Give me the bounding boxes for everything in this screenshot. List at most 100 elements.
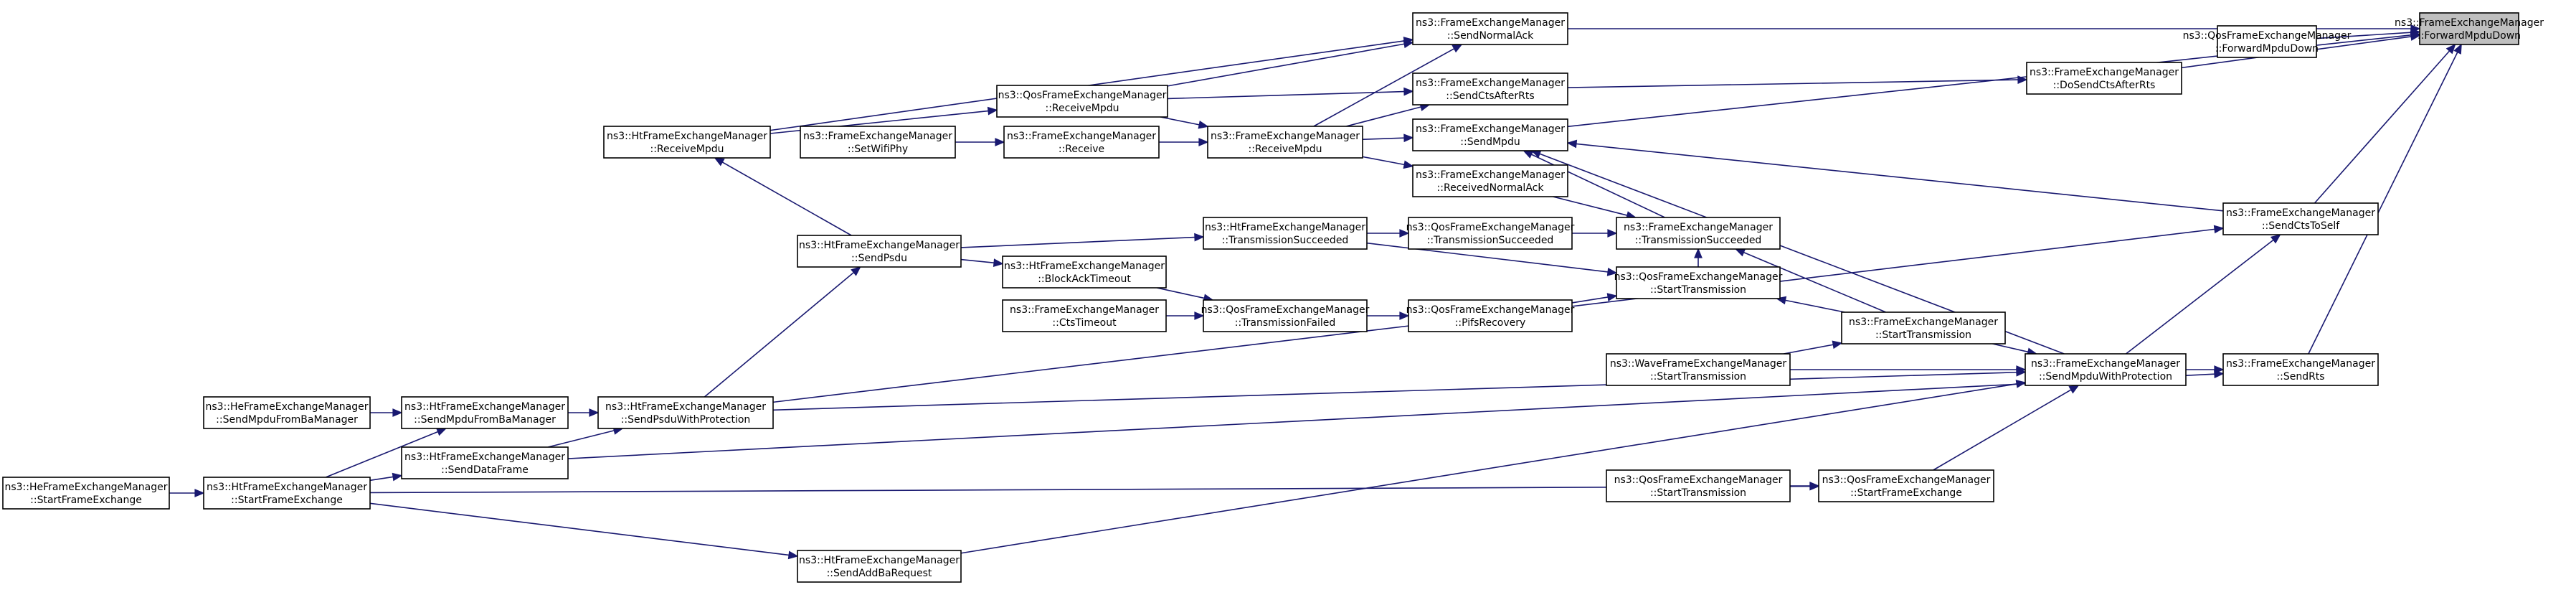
- node-class-label: ns3::HtFrameExchangeManager: [605, 401, 766, 413]
- edge-ht-send-mpdu-from-ba-to-ht-send-psdu-with-prot: [568, 408, 600, 417]
- edge-line: [369, 476, 394, 482]
- node-class-label: ns3::HtFrameExchangeManager: [799, 240, 960, 251]
- node-method-label: ::SendMpdu: [1460, 136, 1520, 148]
- edge-line: [1743, 251, 1886, 313]
- node-box: [401, 396, 569, 429]
- edge-line: [369, 485, 1811, 494]
- graph-node-qos-pifs-recovery[interactable]: ns3::QosFrameExchangeManager::PifsRecove…: [1406, 299, 1575, 332]
- edge-line: [772, 371, 2017, 411]
- graph-node-ht-send-mpdu-from-ba[interactable]: ns3::HtFrameExchangeManager::SendMpduFro…: [401, 396, 569, 429]
- arrow-head: [1403, 37, 1414, 45]
- graph-node-he-start-frame-exchange[interactable]: ns3::HeFrameExchangeManager::StartFrameE…: [2, 477, 170, 510]
- node-box: [1616, 266, 1781, 299]
- graph-node-fem-send-mpdu-with-prot[interactable]: ns3::FrameExchangeManager::SendMpduWithP…: [2025, 353, 2187, 386]
- node-class-label: ns3::FrameExchangeManager: [1416, 169, 1565, 181]
- edge-fem-start-transmission-to-qos-start-transmission: [1776, 296, 1845, 313]
- arrow-head: [987, 106, 998, 116]
- edge-line: [721, 161, 852, 236]
- node-box: [1841, 311, 2006, 344]
- node-class-label: ns3::FrameExchangeManager: [2226, 358, 2375, 370]
- edge-qos-receive-mpdu-to-fem-send-normal-ack: [1167, 39, 1414, 87]
- node-box: [1616, 217, 1781, 250]
- node-class-label: ns3::FrameExchangeManager: [1211, 131, 1360, 142]
- graph-node-ht-send-add-ba-request[interactable]: ns3::HtFrameExchangeManager::SendAddBaRe…: [797, 550, 962, 583]
- graph-node-fem-do-send-cts[interactable]: ns3::FrameExchangeManager::DoSendCtsAfte…: [2026, 62, 2182, 95]
- arrow-head: [589, 408, 600, 417]
- arrow-head: [2214, 370, 2225, 379]
- node-box: [996, 85, 1168, 118]
- node-class-label: ns3::QosFrameExchangeManager: [1614, 271, 1783, 283]
- graph-node-qos-start-transmission-2[interactable]: ns3::QosFrameExchangeManager::StartTrans…: [1606, 469, 1791, 502]
- graph-node-fem-set-wifi-phy[interactable]: ns3::FrameExchangeManager::SetWifiPhy: [800, 126, 956, 159]
- node-method-label: ::TransmissionSucceeded: [1635, 235, 1762, 246]
- graph-node-qos-transmission-succeeded[interactable]: ns3::QosFrameExchangeManager::Transmissi…: [1406, 217, 1575, 250]
- edge-line: [1160, 116, 1200, 126]
- graph-node-fem-cts-timeout[interactable]: ns3::FrameExchangeManager::CtsTimeout: [1002, 299, 1167, 332]
- arrow-head: [714, 157, 725, 167]
- graph-node-fem-received-normal-ack[interactable]: ns3::FrameExchangeManager::ReceivedNorma…: [1412, 164, 1568, 197]
- arrow-head: [1194, 233, 1205, 242]
- node-box: [1412, 164, 1568, 197]
- graph-node-qos-start-frame-exchange[interactable]: ns3::QosFrameExchangeManager::StartFrame…: [1818, 469, 1994, 502]
- arrow-head: [392, 408, 403, 417]
- node-box: [1408, 299, 1573, 332]
- edge-ht-send-psdu-to-ht-block-ack-timeout: [960, 258, 1004, 268]
- edge-line: [2314, 50, 2450, 204]
- graph-node-he-send-mpdu-from-ba[interactable]: ns3::HeFrameExchangeManager::SendMpduFro…: [203, 396, 371, 429]
- node-box: [603, 126, 771, 159]
- arrow-head: [1452, 44, 1463, 53]
- node-method-label: ::StartTransmission: [1650, 284, 1746, 296]
- edge-ht-start-frame-exchange-to-ht-send-add-ba-request: [369, 502, 799, 560]
- arrow-head: [2068, 385, 2080, 394]
- graph-node-fem-send-cts-after-rts[interactable]: ns3::FrameExchangeManager::SendCtsAfterR…: [1412, 72, 1568, 106]
- arrow-head: [1403, 133, 1414, 143]
- graph-node-fem-send-normal-ack[interactable]: ns3::FrameExchangeManager::SendNormalAck: [1412, 12, 1568, 45]
- graph-node-fem-transmission-succeeded[interactable]: ns3::FrameExchangeManager::TransmissionS…: [1616, 217, 1781, 250]
- node-method-label: ::SendNormalAck: [1447, 30, 1534, 42]
- edge-line: [2316, 32, 2412, 39]
- node-class-label: ns3::HeFrameExchangeManager: [205, 401, 368, 413]
- node-box: [2026, 62, 2182, 95]
- graph-node-fem-start-transmission[interactable]: ns3::FrameExchangeManager::StartTransmis…: [1841, 311, 2006, 344]
- graph-node-fem-receive[interactable]: ns3::FrameExchangeManager::Receive: [1003, 126, 1160, 159]
- edge-line: [369, 502, 790, 556]
- node-method-label: ::ReceiveMpdu: [650, 144, 724, 155]
- graph-node-ht-send-data-frame[interactable]: ns3::HtFrameExchangeManager::SendDataFra…: [401, 446, 569, 479]
- edge-he-send-mpdu-from-ba-to-ht-send-mpdu-from-ba: [370, 408, 403, 417]
- arrow-head: [1399, 229, 1410, 238]
- arrow-head: [2213, 225, 2225, 234]
- graph-node-ht-start-frame-exchange[interactable]: ns3::HtFrameExchangeManager::StartFrameE…: [203, 477, 371, 510]
- graph-node-qos-forward[interactable]: ns3::QosFrameExchangeManager::ForwardMpd…: [2183, 25, 2352, 58]
- arrow-head: [1403, 160, 1414, 169]
- edge-fem-cts-timeout-to-qos-transmission-failed: [1166, 311, 1205, 320]
- graph-node-qos-start-transmission[interactable]: ns3::QosFrameExchangeManager::StartTrans…: [1614, 266, 1783, 299]
- arrow-head: [1198, 120, 1209, 129]
- graph-node-qos-transmission-failed[interactable]: ns3::QosFrameExchangeManager::Transmissi…: [1201, 299, 1370, 332]
- graph-node-qos-receive-mpdu[interactable]: ns3::QosFrameExchangeManager::ReceiveMpd…: [996, 85, 1168, 118]
- edge-ht-send-data-frame-to-fem-send-rts: [567, 370, 2225, 459]
- graph-node-fem-send-rts[interactable]: ns3::FrameExchangeManager::SendRts: [2222, 353, 2379, 386]
- graph-node-fem-send-cts-to-self[interactable]: ns3::FrameExchangeManager::SendCtsToSelf: [2222, 202, 2379, 235]
- edge-qos-pifs-recovery-to-qos-start-transmission: [1571, 293, 1618, 304]
- graph-node-ht-receive-mpdu[interactable]: ns3::HtFrameExchangeManager::ReceiveMpdu: [603, 126, 771, 159]
- node-method-label: ::SendCtsAfterRts: [1446, 90, 1534, 102]
- edge-wave-start-transmission-to-fem-start-transmission: [1783, 340, 1843, 355]
- graph-node-root[interactable]: ns3::FrameExchangeManager::ForwardMpduDo…: [2395, 12, 2544, 45]
- node-method-label: ::StartTransmission: [1650, 371, 1746, 383]
- graph-node-fem-receive-mpdu[interactable]: ns3::FrameExchangeManager::ReceiveMpdu: [1207, 126, 1363, 159]
- graph-node-ht-transmission-succeeded[interactable]: ns3::HtFrameExchangeManager::Transmissio…: [1203, 217, 1368, 250]
- arrow-head: [1403, 87, 1414, 96]
- node-method-label: ::ReceiveMpdu: [1046, 103, 1119, 114]
- edge-line: [1167, 90, 1405, 100]
- graph-node-ht-send-psdu[interactable]: ns3::HtFrameExchangeManager::SendPsdu: [797, 235, 962, 268]
- graph-node-ht-send-psdu-with-prot[interactable]: ns3::HtFrameExchangeManager::SendPsduWit…: [597, 396, 774, 429]
- node-box: [2, 477, 170, 510]
- arrow-head: [2270, 234, 2281, 244]
- node-box: [1412, 118, 1568, 151]
- graph-node-wave-start-transmission[interactable]: ns3::WaveFrameExchangeManager::StartTran…: [1606, 353, 1791, 386]
- node-method-label: ::TransmissionSucceeded: [1222, 235, 1349, 246]
- graph-node-fem-send-mpdu[interactable]: ns3::FrameExchangeManager::SendMpdu: [1412, 118, 1568, 151]
- graph-node-ht-block-ack-timeout[interactable]: ns3::HtFrameExchangeManager::BlockAckTim…: [1002, 256, 1167, 289]
- node-box: [203, 477, 371, 510]
- edge-line: [1992, 343, 2029, 353]
